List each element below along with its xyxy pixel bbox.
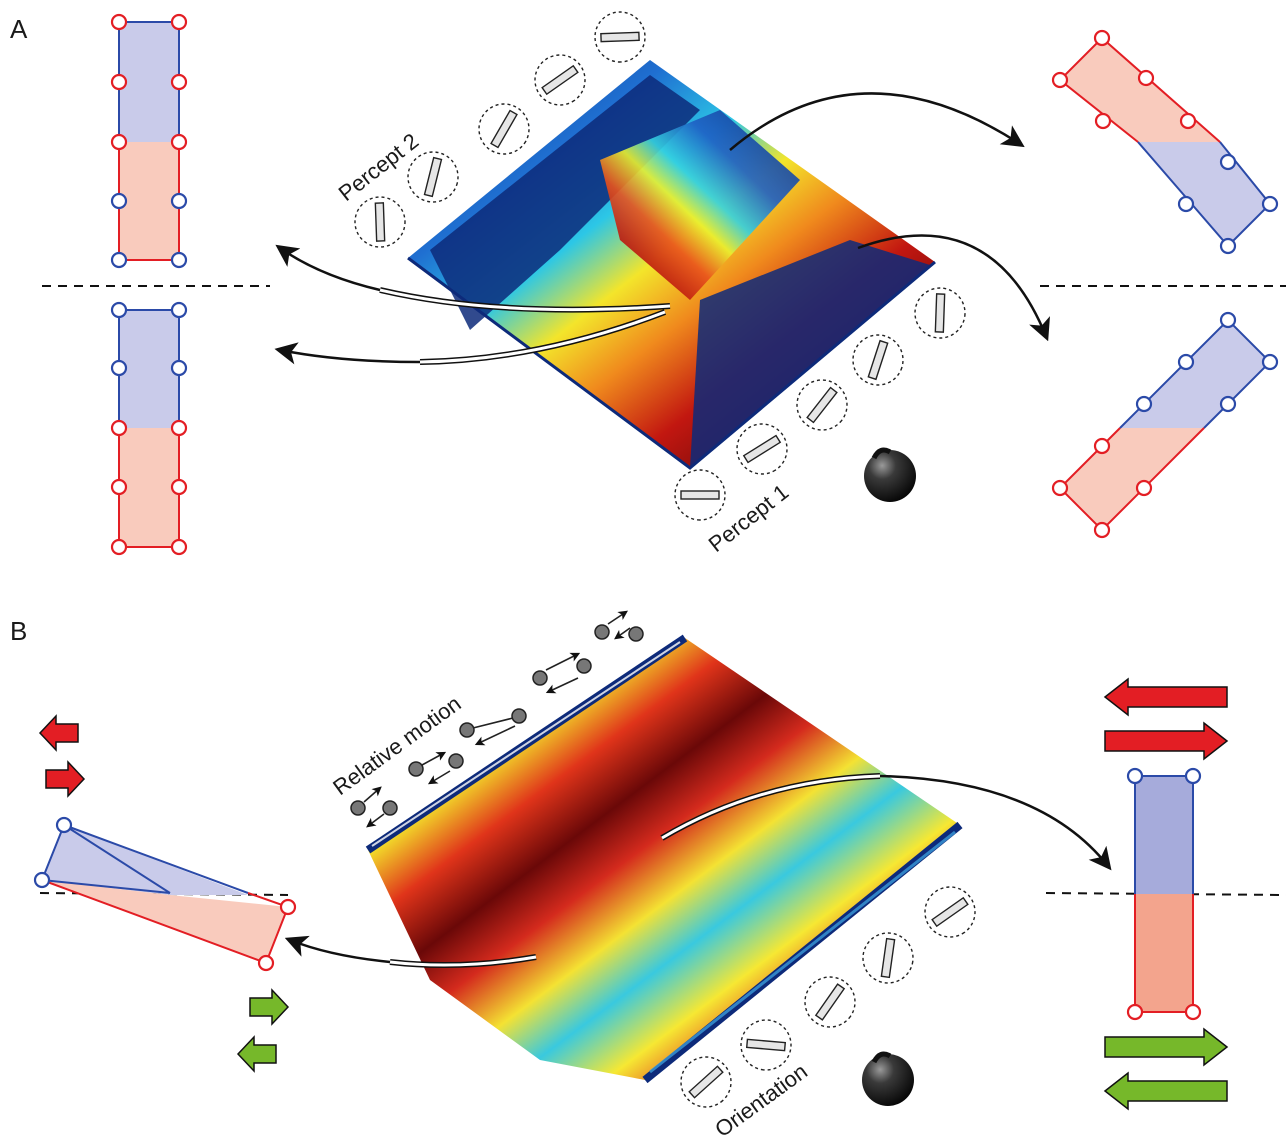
- panel-b-left-green-arrows: [236, 988, 290, 1073]
- panel-a-energy-landscape: [407, 60, 936, 470]
- panel-b-label: B: [10, 616, 27, 646]
- orientation-gratings: [680, 886, 976, 1108]
- percept-2-label: Percept 2: [334, 128, 424, 206]
- ball-icon: [864, 447, 916, 502]
- relative-motion-label: Relative motion: [328, 691, 465, 800]
- panel-b-flow-arrows: [284, 773, 1112, 969]
- ball-icon-b: [862, 1051, 914, 1106]
- panel-a-label: A: [10, 14, 28, 44]
- panel-a-right-top-rectangle: [1051, 29, 1279, 255]
- panel-b-energy-landscape: [365, 634, 963, 1084]
- percept-2-gratings: [354, 11, 646, 248]
- panel-a-left-top-rectangle: [110, 13, 188, 269]
- panel-a-left-bottom-rectangle: [110, 301, 188, 556]
- panel-b-right-green-arrows: [1103, 1027, 1229, 1111]
- panel-b-right-rectangle: [1045, 767, 1286, 1021]
- panel-b-right-red-arrows: [1103, 677, 1229, 761]
- relative-motion-dot-pairs: [350, 610, 644, 828]
- panel-a-right-bottom-rectangle: [1051, 311, 1279, 539]
- panel-a-flow-arrows: [274, 92, 1050, 365]
- percept-1-gratings: [674, 287, 966, 521]
- panel-b-left-red-arrows: [38, 714, 86, 798]
- panel-b-left-rectangle: [33, 816, 297, 972]
